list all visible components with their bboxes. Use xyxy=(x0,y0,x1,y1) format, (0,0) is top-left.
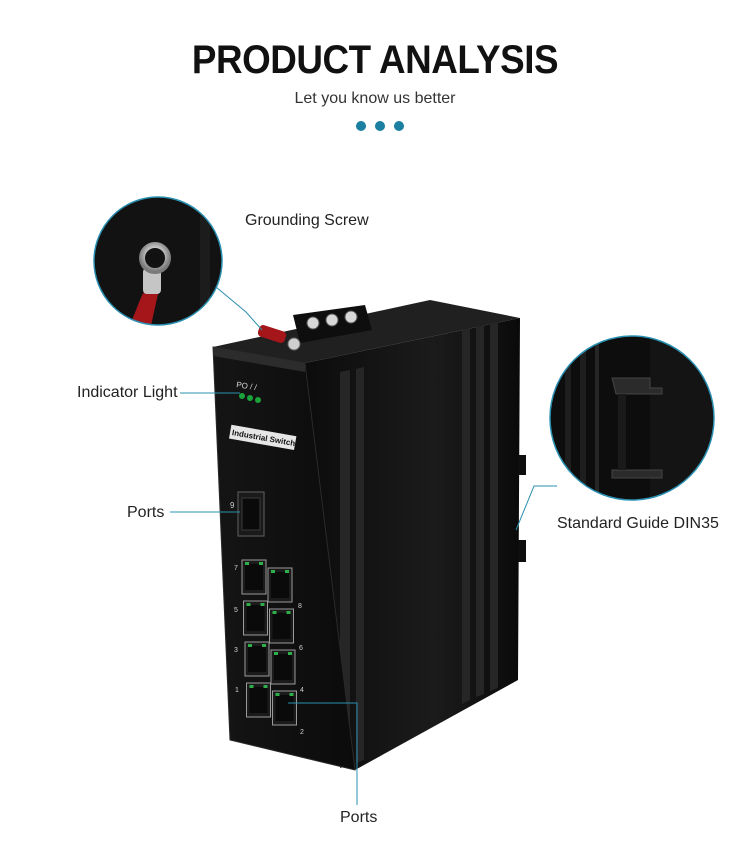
rj45-port xyxy=(246,682,271,718)
din-callout-line xyxy=(515,485,557,531)
rj45-port xyxy=(267,567,293,603)
rj45-port xyxy=(244,641,270,677)
callout-indicator-light: Indicator Light xyxy=(77,384,178,401)
callout-ports-top: Ports xyxy=(127,504,165,521)
port-number: 5 xyxy=(234,607,238,614)
accent-dot xyxy=(394,121,404,131)
industrial-switch: PO / / Industrial Switch 9 7 5 3 1 8 6 4… xyxy=(212,300,526,771)
led-labels: PO / / xyxy=(236,380,258,392)
sfp-port xyxy=(237,491,265,537)
grounding-callout-line xyxy=(215,286,263,331)
page-subtitle: Let you know us better xyxy=(294,90,456,107)
port-number: 1 xyxy=(235,687,239,694)
product-label-plate xyxy=(228,424,297,451)
rj45-port xyxy=(243,600,268,636)
callout-lines xyxy=(170,286,557,805)
page-title: PRODUCT ANALYSIS xyxy=(191,38,559,82)
rj45-port xyxy=(269,608,294,644)
decorative-dots xyxy=(356,121,404,131)
rj45-port xyxy=(241,559,267,595)
accent-dot xyxy=(356,121,366,131)
ports-bottom-callout-line xyxy=(288,702,358,805)
sfp-number: 9 xyxy=(230,501,235,510)
din-rail-zoom xyxy=(549,335,715,501)
rj45-port xyxy=(272,690,297,726)
power-terminal-block xyxy=(293,305,372,343)
indicator-leds xyxy=(239,393,261,403)
port-number: 7 xyxy=(234,565,238,572)
port-number: 6 xyxy=(299,645,303,652)
rj45-port xyxy=(270,649,296,685)
callout-ports-bottom: Ports xyxy=(340,809,378,826)
accent-dot xyxy=(375,121,385,131)
grounding-screw-zoom xyxy=(93,196,223,326)
port-number: 8 xyxy=(298,603,302,610)
callout-din-rail: Standard Guide DIN35 xyxy=(557,515,719,532)
grounding-lug xyxy=(257,325,301,351)
rj45-port-grid xyxy=(241,559,297,726)
port-number: 3 xyxy=(234,647,238,654)
port-number: 2 xyxy=(300,729,304,736)
port-number: 4 xyxy=(300,687,304,694)
callout-grounding-screw: Grounding Screw xyxy=(245,212,369,229)
